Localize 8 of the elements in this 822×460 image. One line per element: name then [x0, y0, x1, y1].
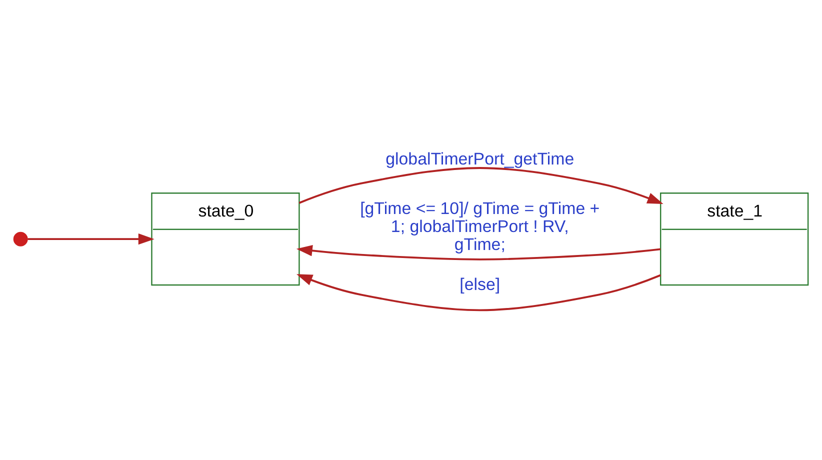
arrow — [28, 232, 154, 244]
edge-label: globalTimerPort_getTime — [386, 148, 574, 168]
node-circle — [13, 231, 28, 246]
arrow — [296, 244, 661, 260]
arrow — [298, 166, 664, 204]
arrow — [296, 274, 661, 311]
edge-label: [gTime <= 10]/ gTime = gTime + 1; globalTimerPort ! RV, gTime; — [360, 198, 600, 254]
edge-label: [else] — [460, 274, 500, 294]
